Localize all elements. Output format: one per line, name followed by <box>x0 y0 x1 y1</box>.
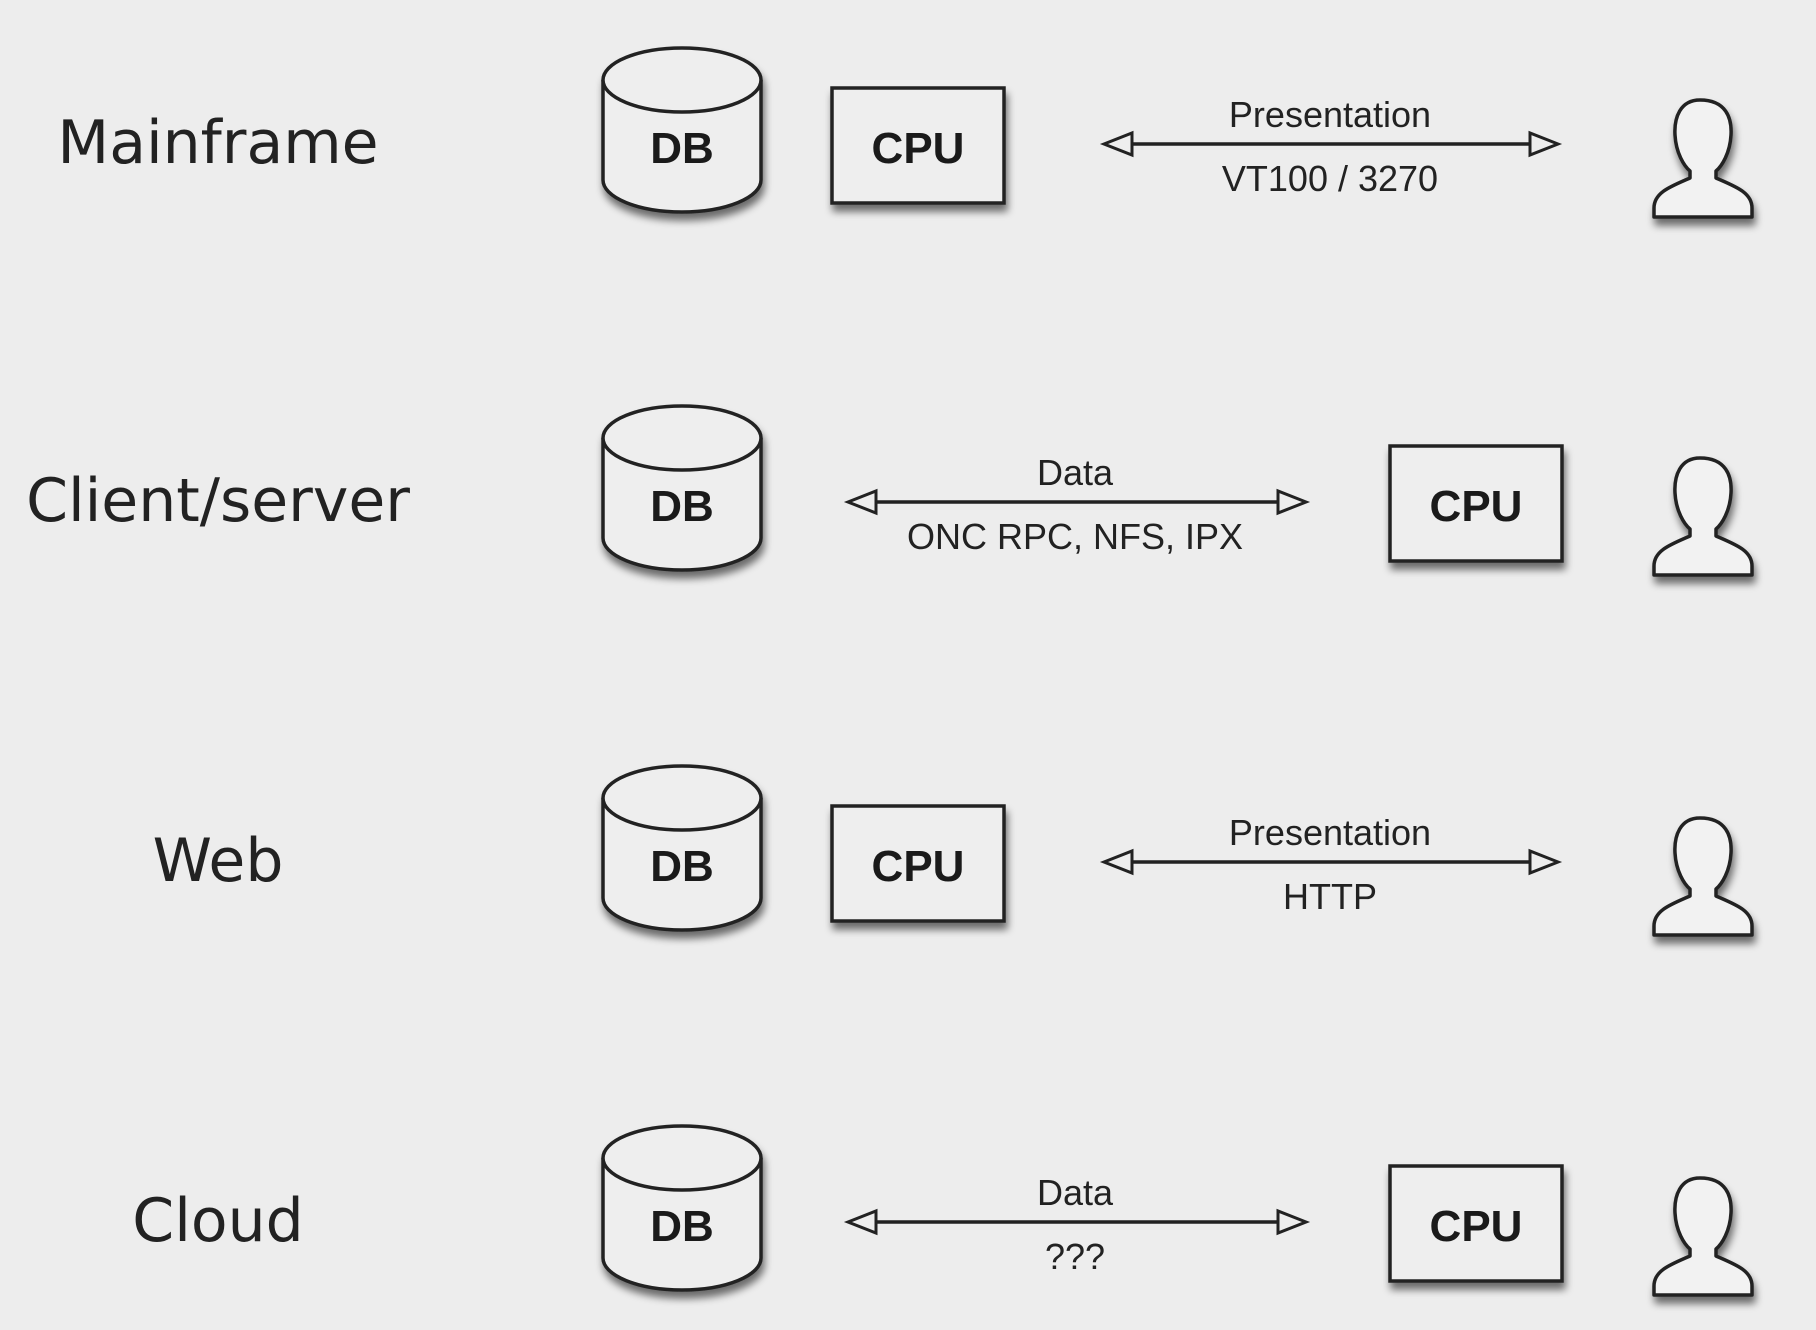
protocol-label: VT100 / 3270 <box>1222 158 1438 199</box>
cpu-box <box>1388 444 1564 563</box>
tier-label: Cloud <box>132 1186 303 1256</box>
bidirectional-arrow <box>1099 848 1563 876</box>
row-web: Web DB CPU Presentation HTTP <box>153 764 1754 937</box>
user-icon <box>1652 456 1754 577</box>
cpu-box <box>1388 1164 1564 1283</box>
database-icon <box>601 764 763 932</box>
link-type-label: Data <box>1037 452 1114 493</box>
row-mainframe: Mainframe DB CPU Presentation VT100 / 32… <box>57 46 1754 219</box>
user-icon <box>1652 98 1754 219</box>
row-client-server: Client/server DB Data ONC RPC, NFS, IPX … <box>26 404 1754 577</box>
database-icon <box>601 46 763 214</box>
db-label: DB <box>650 482 714 531</box>
protocol-label: HTTP <box>1283 876 1377 917</box>
cpu-label: CPU <box>1430 482 1523 531</box>
link-type-label: Data <box>1037 1172 1114 1213</box>
row-cloud: Cloud DB Data ??? CPU <box>132 1124 1754 1297</box>
cpu-box <box>830 86 1006 205</box>
cpu-label: CPU <box>1430 1202 1523 1251</box>
cpu-label: CPU <box>872 124 965 173</box>
protocol-label: ??? <box>1045 1236 1105 1277</box>
tier-label: Mainframe <box>57 108 378 178</box>
tier-label: Client/server <box>26 466 410 536</box>
db-label: DB <box>650 842 714 891</box>
cpu-label: CPU <box>872 842 965 891</box>
link-type-label: Presentation <box>1229 812 1431 853</box>
link-type-label: Presentation <box>1229 94 1431 135</box>
database-icon <box>601 404 763 572</box>
protocol-label: ONC RPC, NFS, IPX <box>907 516 1243 557</box>
db-label: DB <box>650 1202 714 1251</box>
database-icon <box>601 1124 763 1292</box>
bidirectional-arrow <box>843 488 1311 516</box>
user-icon <box>1652 816 1754 937</box>
bidirectional-arrow <box>1099 130 1563 158</box>
bidirectional-arrow <box>843 1208 1311 1236</box>
tier-label: Web <box>153 826 284 896</box>
user-icon <box>1652 1176 1754 1297</box>
db-label: DB <box>650 124 714 173</box>
cpu-box <box>830 804 1006 923</box>
